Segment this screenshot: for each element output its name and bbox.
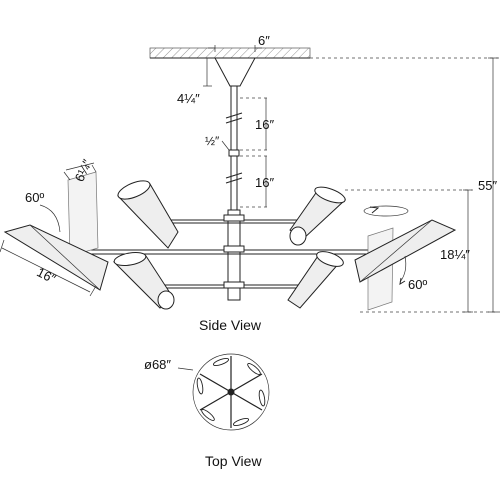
body-height-label: 18¼″: [440, 247, 470, 262]
canopy-width-label: 6″: [258, 33, 270, 48]
ceiling-hatch: [149, 47, 311, 59]
tilt-left-dimension: 60º: [25, 190, 61, 233]
top-view-caption: Top View: [205, 453, 262, 469]
diameter-label: ø68″: [144, 357, 171, 372]
shade-lower-right: [287, 251, 344, 309]
top-view-hub: [227, 388, 235, 396]
shade-lower-left: [112, 251, 175, 310]
canopy-height-label: 4¼″: [177, 91, 200, 106]
top-view: ø68″ Top View: [144, 353, 270, 469]
shade-upper-left: [117, 180, 179, 249]
shade-upper-right: [289, 186, 346, 246]
side-view-caption: Side View: [199, 317, 262, 333]
tilt-right-label: 60º: [408, 277, 427, 292]
body-height-dimension: 18¼″: [345, 189, 473, 313]
canopy-height-dimension: 4¼″: [177, 58, 212, 106]
rod-lower-label: 16″: [255, 175, 274, 190]
top-view-outline: [192, 353, 270, 431]
side-view: 6″ 4¼″ 16″ ½″: [0, 33, 500, 333]
shade-right-outer: [354, 219, 457, 311]
center-hub: [227, 209, 241, 301]
tilt-right-dimension: 60º: [399, 255, 427, 292]
rod-coupler: [228, 149, 240, 157]
shade-left-outer: [3, 171, 109, 291]
rod-break-upper: [225, 112, 243, 124]
rod-break-lower: [225, 172, 243, 184]
tilt-left-label: 60º: [25, 190, 44, 205]
shade-length-label: 16″: [34, 264, 58, 286]
top-view-arms: [199, 356, 263, 428]
rod-gap-label: ½″: [205, 134, 220, 148]
top-view-shades: [196, 357, 266, 427]
canopy-width-dimension: 6″: [208, 33, 270, 52]
rotation-arrow-icon: [363, 205, 409, 217]
rod-dimensions: 16″ ½″ 16″: [205, 97, 274, 208]
overall-height-dimension: 55″: [310, 57, 500, 313]
overall-height-label: 55″: [478, 178, 497, 193]
rod-upper-label: 16″: [255, 117, 274, 132]
canopy: [214, 57, 256, 87]
